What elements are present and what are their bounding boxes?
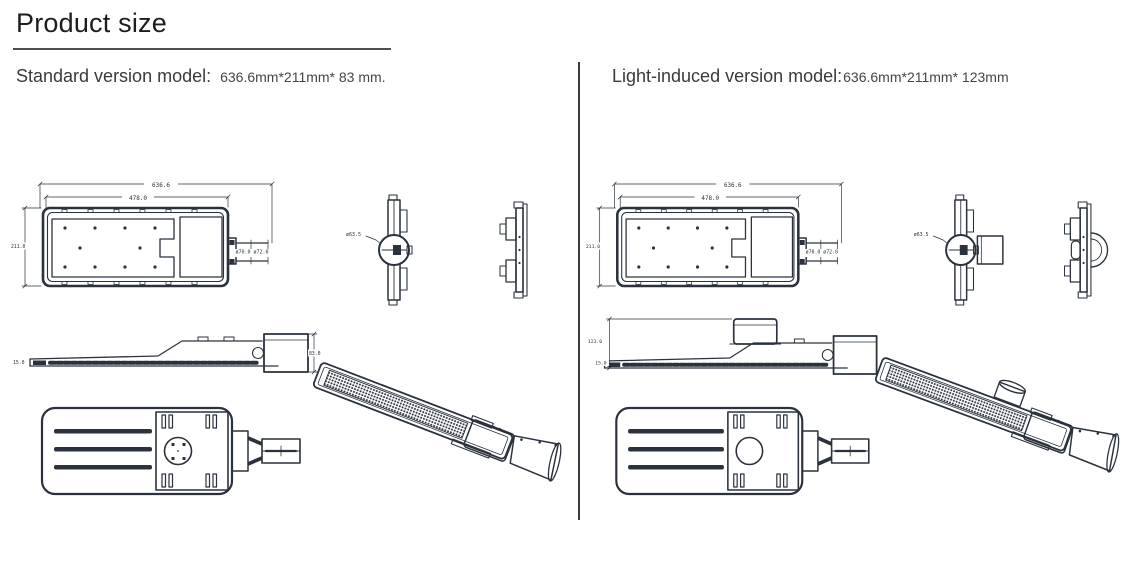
dim-height-label: 83.0 <box>309 351 321 357</box>
light-end-view <box>1063 201 1092 299</box>
standard-version-label: Standard version model: <box>16 66 212 86</box>
page-title: Product size <box>16 8 167 38</box>
light-sensor-dome <box>1070 232 1109 268</box>
standard-end-view <box>499 201 528 299</box>
dim-tube-end-label: ø72.0 <box>253 250 268 256</box>
light-induced-version-size: 636.6mm*211mm* 123mm <box>843 69 1009 85</box>
standard-back-view <box>40 406 302 496</box>
light-pole-mount-view <box>932 194 980 306</box>
standard-technical-drawing: 636.6 478.0 211.0 ø70.0 ø72.0 ø63.5 83.0… <box>10 140 570 580</box>
dim-tip-label: 15.0 <box>13 360 25 366</box>
dim-tube-outer-label: ø70.0 <box>806 249 821 255</box>
standard-back-view-screws <box>171 443 186 460</box>
light-induced-version-label: Light-induced version model: <box>612 66 843 86</box>
dim-tube-end-label: ø72.0 <box>823 249 838 255</box>
dim-length-label: 636.6 <box>152 182 170 189</box>
standard-version-header: Standard version model: 636.6mm*211mm* 8… <box>16 66 386 87</box>
light-isometric-view <box>872 346 1127 476</box>
dim-height-label: 123.0 <box>588 339 602 345</box>
dim-pole-diameter-label: ø63.5 <box>914 232 929 238</box>
standard-pole-mount-view <box>365 194 413 306</box>
dim-pole-diameter-label: ø63.5 <box>346 232 361 238</box>
light-induced-version-header: Light-induced version model: 636.6mm*211… <box>612 66 1009 87</box>
dim-led-length-label: 478.0 <box>701 195 719 202</box>
standard-version-size: 636.6mm*211mm* 83 mm. <box>220 69 386 85</box>
dim-width-label: 211.0 <box>11 244 26 250</box>
dim-tip-label: 15.0 <box>595 360 606 366</box>
light-side-profile-view <box>602 315 879 376</box>
dim-tube-outer-label: ø70.0 <box>235 250 250 256</box>
title-underline <box>13 48 391 50</box>
standard-isometric-view <box>310 351 570 485</box>
dim-led-length-label: 478.0 <box>129 195 147 202</box>
dim-width-label: 211.0 <box>586 244 600 250</box>
light-sensor-housing-side <box>976 235 1004 265</box>
light-back-view <box>615 406 870 496</box>
dim-length-label: 636.6 <box>724 182 742 189</box>
panel-divider-line <box>578 62 580 520</box>
light-isometric-sensor <box>993 377 1028 408</box>
standard-side-profile-view <box>28 330 319 376</box>
light-induced-technical-drawing: 636.6 478.0 211.0 ø70.0 ø72.0 ø63.5 123.… <box>585 140 1133 580</box>
